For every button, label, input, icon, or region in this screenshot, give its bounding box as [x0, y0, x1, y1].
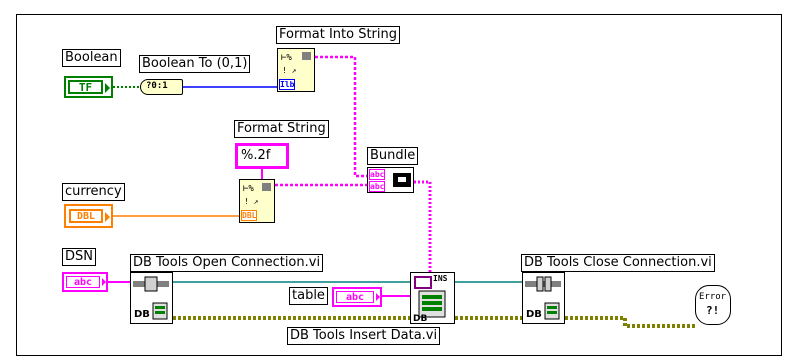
format-string-value: %.2f — [241, 148, 271, 163]
close-connection-label: DB Tools Close Connection.vi — [521, 254, 715, 272]
format-into-string-node[interactable]: ⊢% ! ↗ Ilb — [277, 48, 315, 92]
database-icon: DB — [413, 290, 446, 323]
open-connection-vi[interactable]: DB — [130, 272, 173, 324]
format-string-label: Format String — [234, 120, 329, 138]
svg-text:⊢%: ⊢% — [281, 53, 292, 63]
boolean-to-label: Boolean To (0,1) — [139, 55, 251, 73]
ilb-terminal: Ilb — [279, 79, 296, 90]
boolean-to-text: ?0:1 — [146, 81, 168, 91]
format-into-string-label: Format Into String — [276, 26, 400, 44]
format-string-constant[interactable]: %.2f — [235, 143, 289, 169]
boolean-control[interactable]: TF — [64, 76, 113, 98]
table-constant[interactable]: abc — [332, 287, 382, 307]
insert-icon — [414, 276, 432, 289]
terminal-arrow-icon — [376, 293, 380, 301]
bundle-label: Bundle — [367, 147, 419, 165]
table-label: table — [289, 287, 328, 305]
bundle-abc-1: abc — [369, 169, 386, 180]
format-node[interactable]: ⊢% ! ↗ DBL — [239, 179, 275, 223]
terminal-arrow-icon — [105, 212, 110, 222]
bundle-output-wire — [414, 180, 432, 278]
bundle-abc-2: abc — [369, 181, 386, 192]
bundle-node[interactable]: abc abc — [367, 167, 414, 193]
insert-data-vi[interactable]: INS DB — [410, 272, 455, 324]
svg-text:! ↗: ! ↗ — [282, 66, 296, 75]
ins-text: INS — [433, 274, 448, 283]
format-icon-2: ⊢% ! ↗ — [243, 183, 271, 206]
currency-control[interactable]: DBL — [64, 204, 113, 228]
db-text-3: DB — [526, 309, 542, 320]
table-constant-text: abc — [336, 291, 374, 303]
format-into-string-output-wire — [315, 55, 368, 178]
boolean-label: Boolean — [62, 49, 121, 67]
format-icon: ⊢% ! ↗ — [280, 51, 312, 77]
error-q-text: ?! — [706, 304, 720, 317]
dsn-label: DSN — [62, 248, 96, 266]
dbl-terminal: DBL — [241, 210, 258, 221]
boolean-control-text: TF — [68, 80, 103, 94]
dsn-control-text: abc — [66, 276, 100, 288]
insert-data-label: DB Tools Insert Data.vi — [287, 327, 441, 345]
dsn-control[interactable]: abc — [62, 272, 108, 292]
db-text: DB — [134, 309, 150, 320]
error-text: Error — [699, 292, 727, 302]
terminal-arrow-icon — [105, 83, 110, 93]
error-wire-3 — [565, 316, 695, 328]
db-text-2: DB — [413, 314, 427, 323]
currency-label: currency — [62, 183, 125, 201]
bundle-arrow-head-icon — [398, 177, 406, 182]
disconnect-plug-icon: DB — [525, 276, 561, 320]
error-handler-node[interactable]: Error ?! — [695, 285, 731, 325]
svg-text:⊢%: ⊢% — [243, 184, 254, 194]
svg-text:! ↗: ! ↗ — [244, 197, 258, 206]
connection-plug-icon: DB — [133, 276, 169, 320]
terminal-arrow-icon — [102, 278, 106, 286]
close-connection-vi[interactable]: DB — [522, 272, 565, 324]
boolean-to-01-function[interactable]: ?0:1 — [140, 79, 183, 95]
currency-control-text: DBL — [69, 209, 103, 223]
open-connection-label: DB Tools Open Connection.vi — [130, 254, 324, 272]
